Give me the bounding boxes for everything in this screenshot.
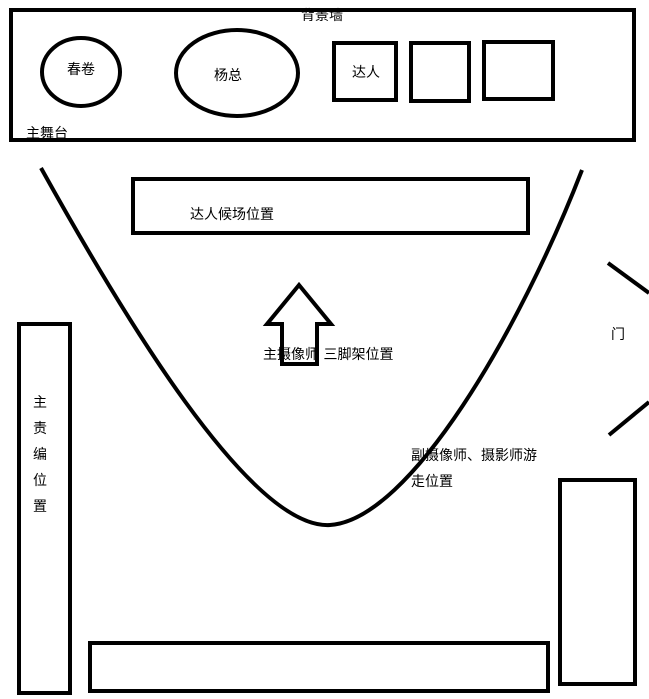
seat-chunjuan-label: 春卷 xyxy=(67,62,95,78)
editor-label: 主责编位置 xyxy=(33,395,47,515)
editor-box xyxy=(17,322,72,695)
door-line-bottom xyxy=(607,400,649,437)
backdrop-label: 背景墙 xyxy=(301,8,343,24)
main-stage-label: 主舞台 xyxy=(26,126,68,142)
seat-empty-box-2 xyxy=(482,40,555,101)
waiting-area-label: 达人候场位置 xyxy=(190,207,274,223)
seat-yangzong-ellipse xyxy=(174,28,300,118)
bottom-box xyxy=(88,641,550,693)
roaming-label-line1: 副摄像师、摄影师游 xyxy=(411,448,537,464)
right-box xyxy=(558,478,637,686)
roaming-label-line2: 走位置 xyxy=(411,474,453,490)
camera-field-curve xyxy=(39,167,584,528)
waiting-area-box xyxy=(131,177,530,235)
up-arrow xyxy=(262,281,336,366)
seat-empty-box-1 xyxy=(409,41,471,103)
seat-yangzong-label: 杨总 xyxy=(214,68,242,84)
door-line-top xyxy=(606,261,649,295)
seat-daren-box xyxy=(332,41,398,102)
seat-daren-label: 达人 xyxy=(352,65,380,81)
seat-chunjuan-ellipse xyxy=(40,36,122,108)
main-camera-label: 主摄像师 三脚架位置 xyxy=(263,347,394,363)
door-label: 门 xyxy=(611,327,625,343)
main-stage-box xyxy=(9,8,636,142)
